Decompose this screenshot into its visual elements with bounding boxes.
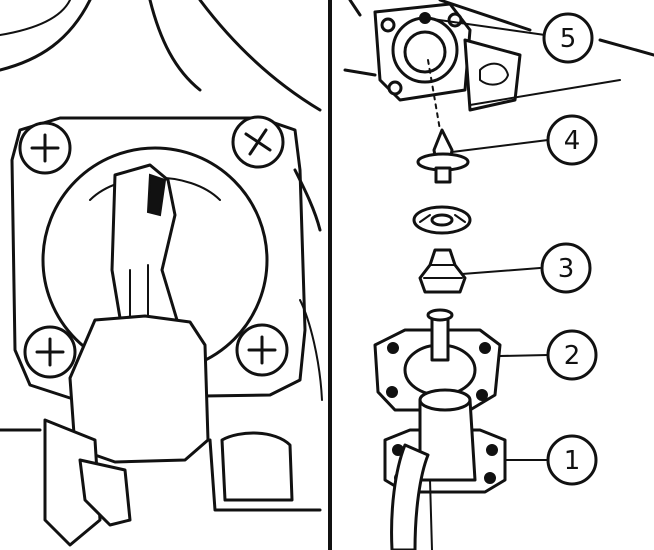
base-boss	[220, 431, 294, 502]
leader-4	[451, 139, 549, 153]
callout-2: 2	[546, 329, 598, 381]
background-contour	[438, 0, 532, 32]
screw-bottom-right	[235, 323, 289, 377]
leader-3	[461, 267, 541, 275]
background-contour	[148, 0, 202, 92]
side-contour	[293, 168, 322, 232]
callout-4: 4	[546, 114, 598, 166]
screw-top-left	[18, 121, 72, 175]
part-3-cone-seal	[418, 248, 467, 294]
callout-5: 5	[542, 12, 594, 64]
callout-leaders	[424, 17, 549, 461]
callout-3-label: 3	[558, 254, 575, 284]
part-1-base-plate	[383, 388, 507, 550]
part-4-float-needle	[416, 59, 470, 184]
background-contour	[198, 0, 322, 112]
base-outline	[208, 438, 322, 512]
linkage-rod	[43, 418, 102, 547]
screw-top-right	[231, 115, 285, 169]
callout-4-label: 4	[564, 126, 581, 156]
background-contour	[348, 0, 362, 17]
callout-1-label: 1	[564, 446, 581, 476]
screw-bottom-left	[23, 325, 77, 379]
background-contour	[0, 0, 92, 72]
linkage-bracket	[78, 458, 132, 527]
callout-2-label: 2	[564, 341, 581, 371]
callout-1: 1	[546, 434, 598, 486]
left-panel-assembled-view	[0, 0, 323, 547]
callout-3: 3	[540, 242, 592, 294]
background-contour	[343, 68, 377, 77]
callout-5-label: 5	[560, 24, 577, 54]
lever-arm-shadow	[146, 173, 167, 217]
leader-2	[499, 354, 549, 357]
side-contour	[299, 299, 323, 401]
leader-5	[424, 17, 546, 36]
part-4-retaining-clip	[412, 205, 472, 235]
part-2-diaphragm-plate	[373, 308, 502, 412]
background-contour	[0, 0, 71, 36]
background-contour	[598, 38, 654, 57]
right-panel-exploded-view: 5 4 3 2 1	[343, 0, 654, 550]
